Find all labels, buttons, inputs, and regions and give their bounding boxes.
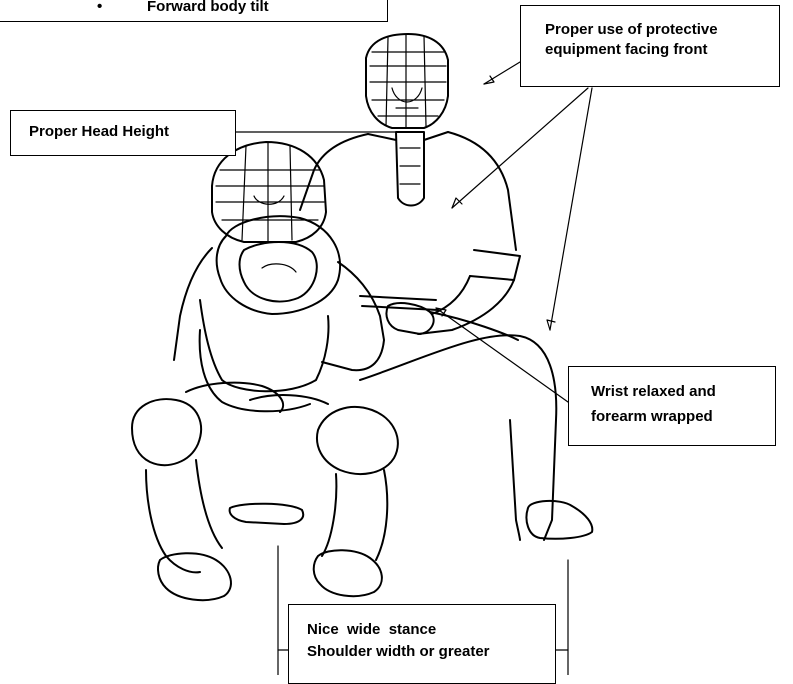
wrist-box: Wrist relaxed and forearm wrapped: [568, 366, 776, 446]
protective-equipment-box: Proper use of protective equipment facin…: [520, 5, 780, 87]
forward-tilt-text: Forward body tilt: [147, 0, 269, 17]
wrist-line-2: forearm wrapped: [591, 404, 775, 429]
annotation-lines: [236, 62, 592, 675]
protective-line-1: Proper use of protective: [545, 20, 779, 40]
stance-line-1: Nice wide stance: [307, 619, 555, 641]
stance-box: Nice wide stance Shoulder width or great…: [288, 604, 556, 684]
wrist-line-1: Wrist relaxed and: [591, 379, 775, 404]
protective-line-2: equipment facing front: [545, 40, 779, 60]
head-height-box: Proper Head Height: [10, 110, 236, 156]
catcher-figure: [132, 142, 398, 600]
bullet-icon: •: [97, 0, 102, 17]
forward-tilt-box: • Forward body tilt: [0, 0, 388, 22]
head-height-text: Proper Head Height: [29, 123, 169, 140]
stance-line-2: Shoulder width or greater: [307, 641, 555, 663]
umpire-figure: [300, 34, 592, 540]
